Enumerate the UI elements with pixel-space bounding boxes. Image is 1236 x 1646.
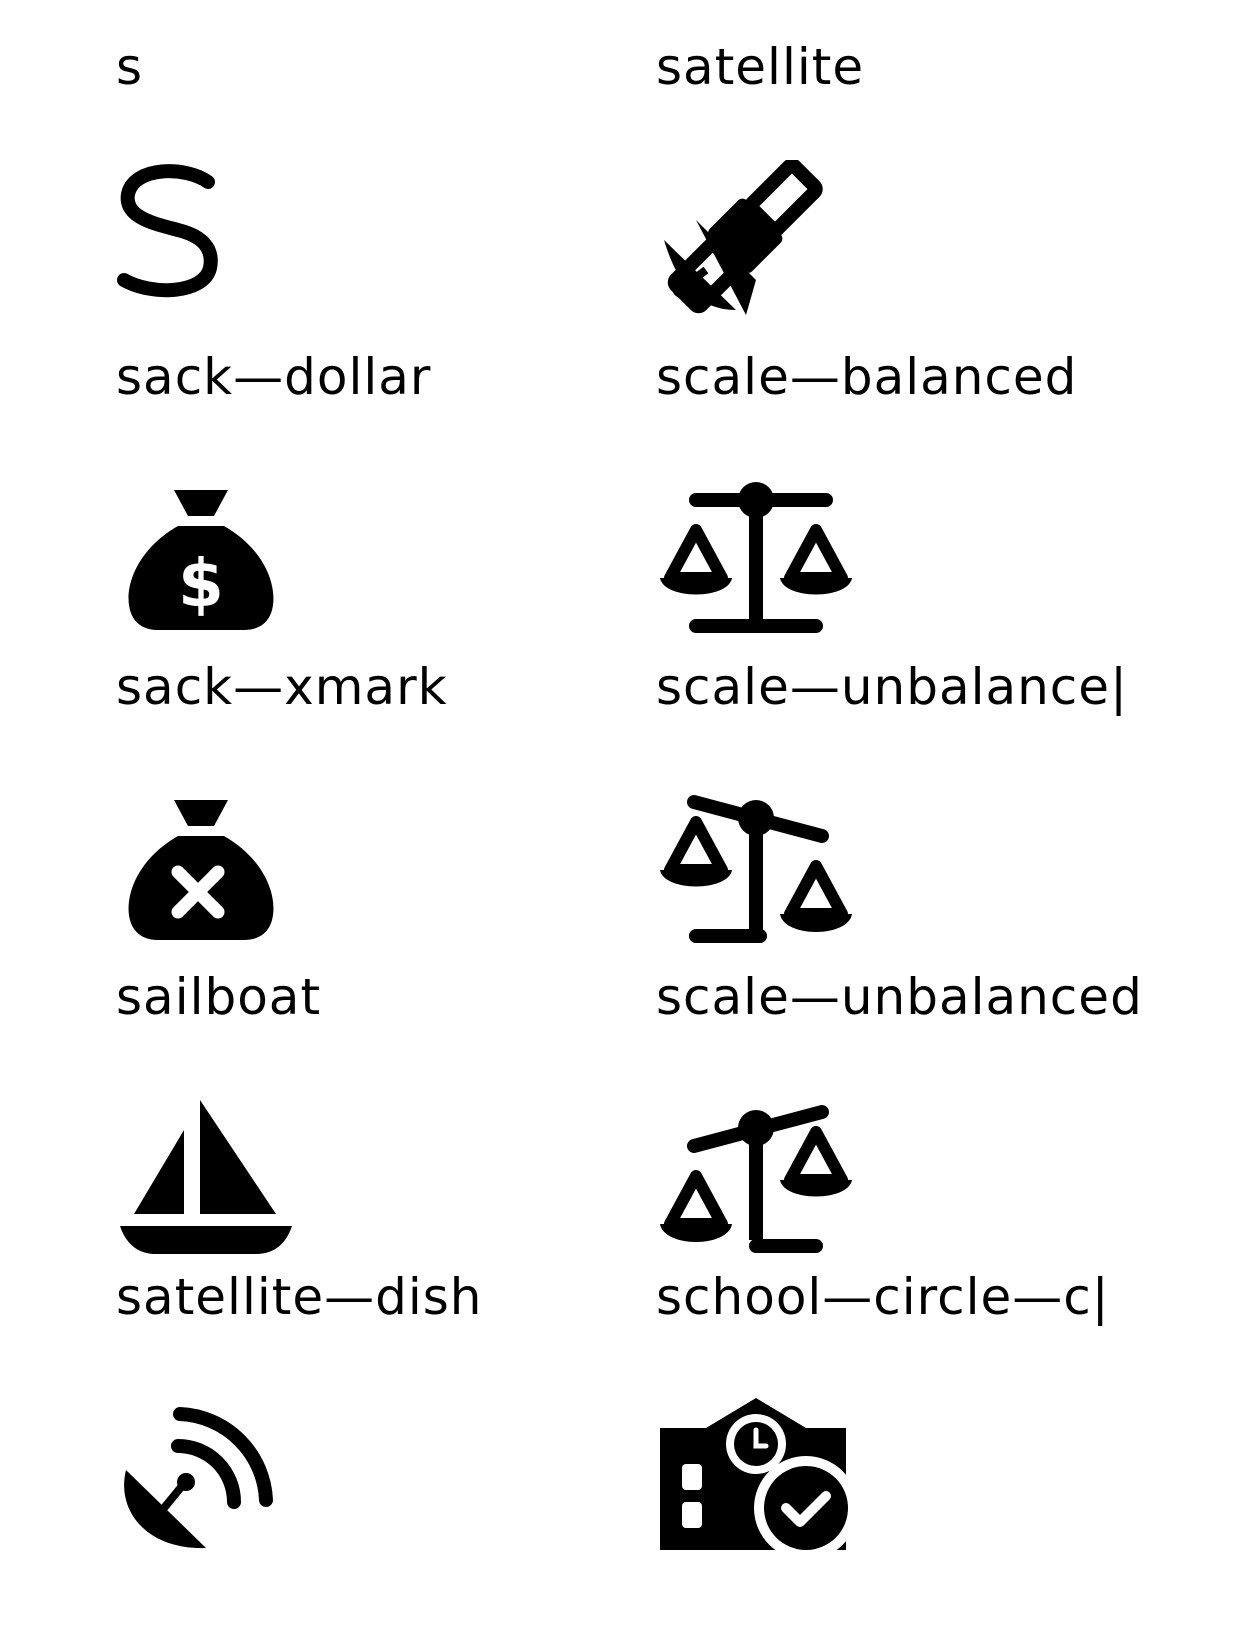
icon-cell-s: s [116, 20, 676, 320]
scale-balanced-icon [656, 470, 856, 640]
svg-text:$: $ [178, 545, 224, 622]
icon-cell-scale-unbalanced-flip: scale—unbalanced [656, 950, 1216, 1253]
icon-cell-satellite: satellite [656, 20, 1216, 320]
icon-cell-scale-unbalanced: scale—unbalance| [656, 640, 1216, 943]
icon-label: scale—unbalanced [656, 968, 1143, 1026]
icon-label: sack—xmark [116, 658, 448, 716]
icon-label: school—circle—c| [656, 1268, 1110, 1326]
sack-xmark-icon [116, 780, 316, 950]
icon-label: sailboat [116, 968, 322, 1026]
scale-unbalanced-icon [656, 780, 856, 950]
icon-cell-scale-balanced: scale—balanced [656, 330, 1216, 633]
icon-cell-sailboat: sailboat [116, 950, 676, 1254]
satellite-dish-icon [116, 1390, 316, 1560]
icon-label: satellite—dish [116, 1268, 483, 1326]
scale-unbalanced-flip-icon [656, 1090, 856, 1260]
icon-label: satellite [656, 38, 865, 96]
icon-cell-school-circle-check: school—circle—c| [656, 1250, 1216, 1560]
satellite-icon [656, 160, 856, 330]
icon-label: sack—dollar [116, 348, 432, 406]
icon-label: s [116, 38, 144, 96]
icon-label: scale—unbalance| [656, 658, 1128, 716]
icon-cell-sack-xmark: sack—xmark [116, 640, 676, 940]
icon-cell-sack-dollar: sack—dollar $ [116, 330, 676, 630]
sailboat-icon [116, 1090, 316, 1260]
school-circle-check-icon [656, 1390, 856, 1560]
icon-cell-satellite-dish: satellite—dish [116, 1250, 676, 1550]
icon-label: scale—balanced [656, 348, 1078, 406]
sack-dollar-icon: $ [116, 470, 316, 640]
s-icon [116, 160, 316, 330]
